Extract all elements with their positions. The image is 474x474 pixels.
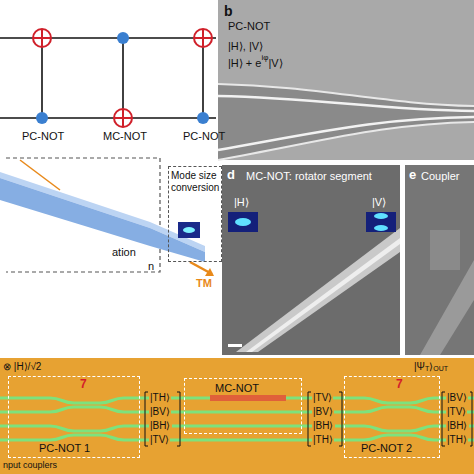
path-state: |TV⟩: [149, 434, 170, 446]
state-label: |H⟩, |V⟩: [228, 40, 263, 53]
path-state: |TV⟩: [312, 392, 333, 404]
node-label: Mode size conversion: [171, 170, 219, 193]
gate-label: PC-NOT: [183, 130, 225, 143]
sem-image-b: [218, 0, 474, 160]
panel-title: PC-NOT: [228, 20, 270, 33]
state-label: |V⟩: [268, 57, 282, 70]
path-state: |TV⟩: [446, 406, 467, 418]
gate-region: PC-NOT 1: [8, 376, 140, 458]
control-dots: [36, 32, 209, 124]
mark-symbol: 7: [80, 378, 87, 392]
path-state: |BH⟩: [149, 420, 172, 432]
path-state: |BV⟩: [149, 406, 171, 418]
path-state: |TH⟩: [446, 434, 468, 446]
panel-title: MC-NOT: rotator segment: [246, 170, 372, 183]
state-label: |H⟩ + e: [228, 57, 261, 70]
node-label: MC-NOT: [215, 382, 271, 395]
phase-exponent: iφ: [261, 53, 268, 62]
path-state: |BV⟩: [312, 406, 334, 418]
chip-photo: [0, 358, 474, 474]
region-label: nput couplers: [3, 460, 57, 470]
sem-image-e: [405, 165, 474, 355]
state-label: |V⟩: [372, 196, 386, 209]
mode-label: TM: [196, 277, 212, 290]
gate-region: MC-NOT: [184, 378, 302, 434]
panel-letter: b: [224, 3, 233, 19]
path-state: |BV⟩: [446, 392, 468, 404]
panel-letter: e: [409, 168, 416, 183]
gate-label: PC-NOT: [22, 130, 64, 143]
cut-label: ation: [112, 246, 136, 259]
output-subscript: OUT: [433, 365, 448, 373]
circuit: [0, 38, 216, 118]
panel-letter: d: [227, 168, 235, 183]
output-state: ⟩: [429, 361, 433, 373]
node-label: PC-NOT 1: [39, 442, 109, 455]
output-subscript: T: [425, 365, 429, 373]
path-state: |TH⟩: [312, 434, 334, 446]
callout-box: Mode size conversion: [168, 166, 222, 262]
gate-region: PC-NOT 2: [344, 376, 440, 458]
cut-label: n: [148, 260, 154, 273]
target-symbols: [33, 29, 212, 127]
output-state: |Ψ: [414, 361, 425, 373]
panel-title: Coupler: [421, 170, 460, 183]
input-state: ⊗ |H⟩/√2: [3, 361, 41, 373]
path-state: |BH⟩: [312, 420, 335, 432]
path-state: |BH⟩: [446, 420, 469, 432]
gate-label: MC-NOT: [103, 130, 147, 143]
node-label: PC-NOT 2: [361, 442, 423, 455]
sem-image-d: [222, 165, 400, 355]
path-state: |TH⟩: [149, 392, 171, 404]
mark-symbol: 7: [396, 378, 403, 392]
state-label: |H⟩: [234, 196, 249, 209]
